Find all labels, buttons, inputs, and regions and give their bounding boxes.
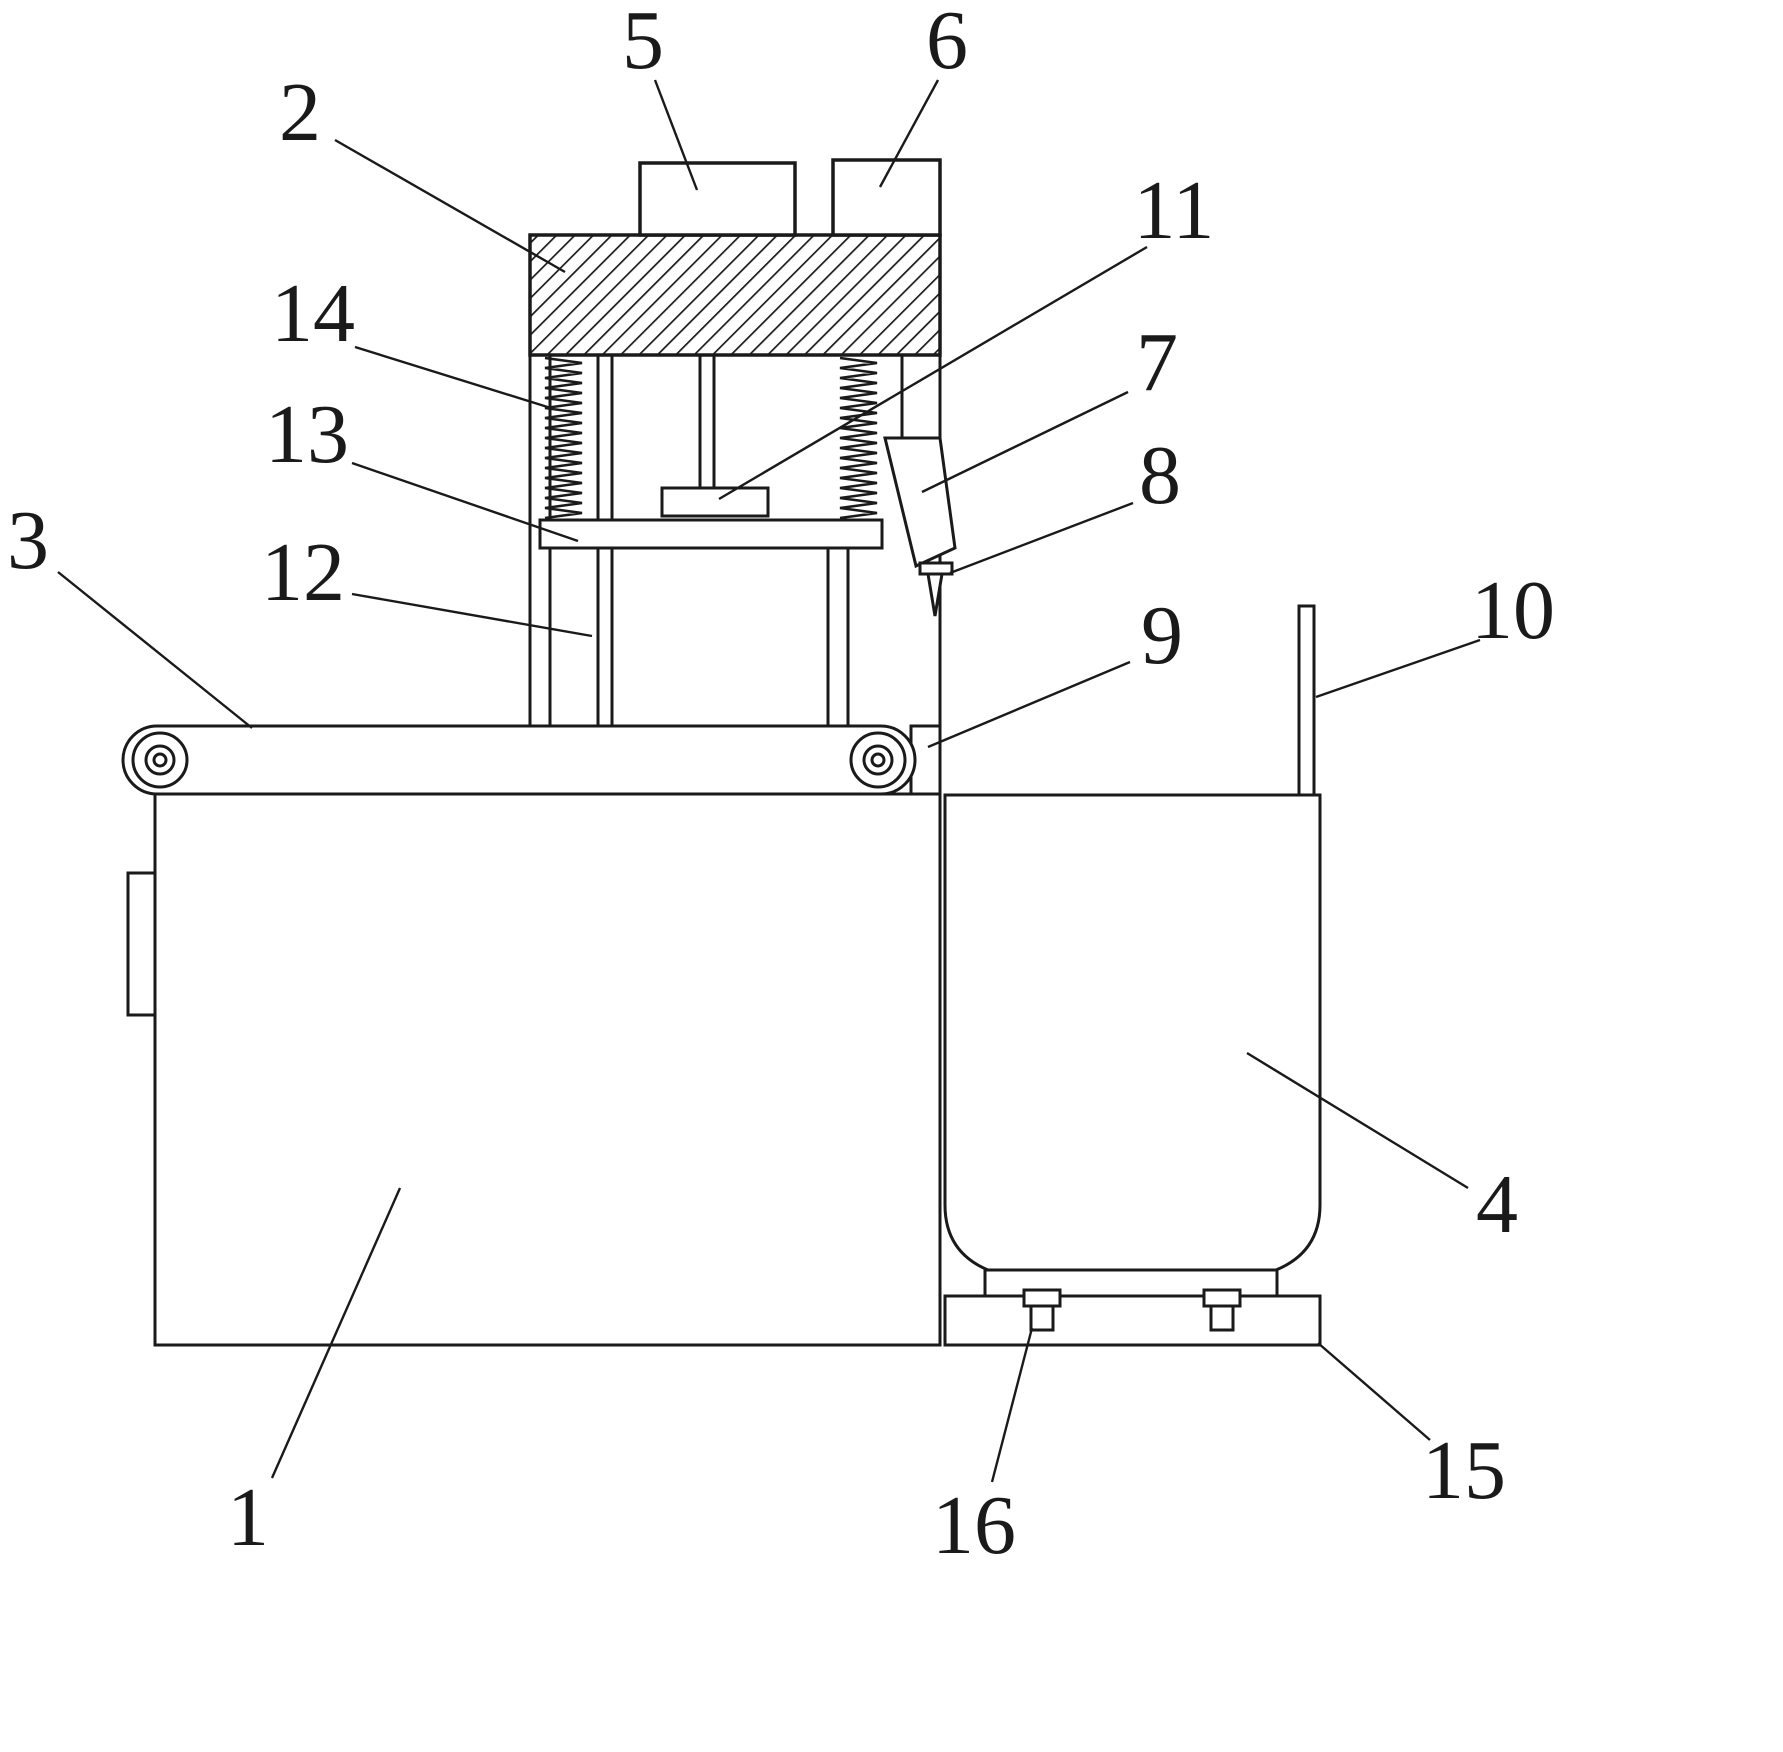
part-label-8: 8 [1139,429,1181,522]
leader-lines [57,79,1481,1483]
leader-line-13 [351,461,579,543]
housing-assembly [126,792,942,1347]
leader-line-1 [270,1187,402,1479]
leader-line-9 [927,660,1131,749]
bolt-head [1022,1288,1062,1308]
leader-line-15 [1317,1342,1431,1441]
hatched-top-plate [528,233,942,357]
bolt-stem [1029,1304,1055,1332]
spring-right [839,356,878,520]
leader-line-8 [949,501,1134,575]
leader-line-6 [878,79,940,188]
leader-line-12 [351,592,593,638]
nozzle [883,436,957,569]
leader-line-5 [653,79,699,191]
leader-line-11 [718,245,1148,501]
housing-side-handle [126,871,157,1017]
part-label-7: 7 [1136,316,1178,409]
lower-plate [538,518,884,550]
conveyor-belt [121,724,917,796]
bolt-right [1202,1288,1242,1332]
part-label-10: 10 [1471,564,1555,657]
part-label-13: 13 [265,388,349,481]
part-label-5: 5 [622,0,664,87]
leader-line-7 [921,390,1129,494]
leader-line-10 [1315,638,1481,699]
bolt-head [1202,1288,1242,1308]
part-label-1: 1 [227,1471,269,1564]
needle-bar [918,561,954,576]
part-labels: 1 2 3 4 5 6 7 8 9 10 11 12 13 14 15 16 [7,0,1555,1572]
hopper-left [638,161,797,237]
part-label-6: 6 [926,0,968,87]
leader-line-3 [57,571,253,729]
part-label-12: 12 [261,526,345,619]
part-label-4: 4 [1476,1158,1518,1251]
press-assembly [528,158,957,1345]
bolt-stem [1209,1304,1235,1332]
guide-rod [1297,604,1316,797]
conveyor-assembly [121,724,942,796]
part-label-11: 11 [1134,164,1215,257]
leader-line-4 [1246,1051,1469,1190]
part-label-3: 3 [7,494,49,587]
container-tank [943,793,1322,1272]
needle-tip [926,572,944,617]
part-label-2: 2 [279,66,321,159]
leader-line-2 [334,138,566,274]
housing-box [153,792,942,1347]
part-label-16: 16 [932,1479,1016,1572]
part-label-14: 14 [271,267,355,360]
spring-left [544,356,583,520]
leader-line-16 [990,1327,1034,1483]
roller-left [131,731,189,789]
container-assembly [943,604,1322,1347]
base-plate [943,1294,1322,1347]
bolt-left [1022,1288,1062,1332]
roller-right [849,731,907,789]
leader-line-14 [354,345,555,411]
part-label-15: 15 [1422,1424,1506,1517]
hopper-right [831,158,942,237]
part-label-9: 9 [1141,589,1183,682]
pressing-plate [660,486,770,518]
